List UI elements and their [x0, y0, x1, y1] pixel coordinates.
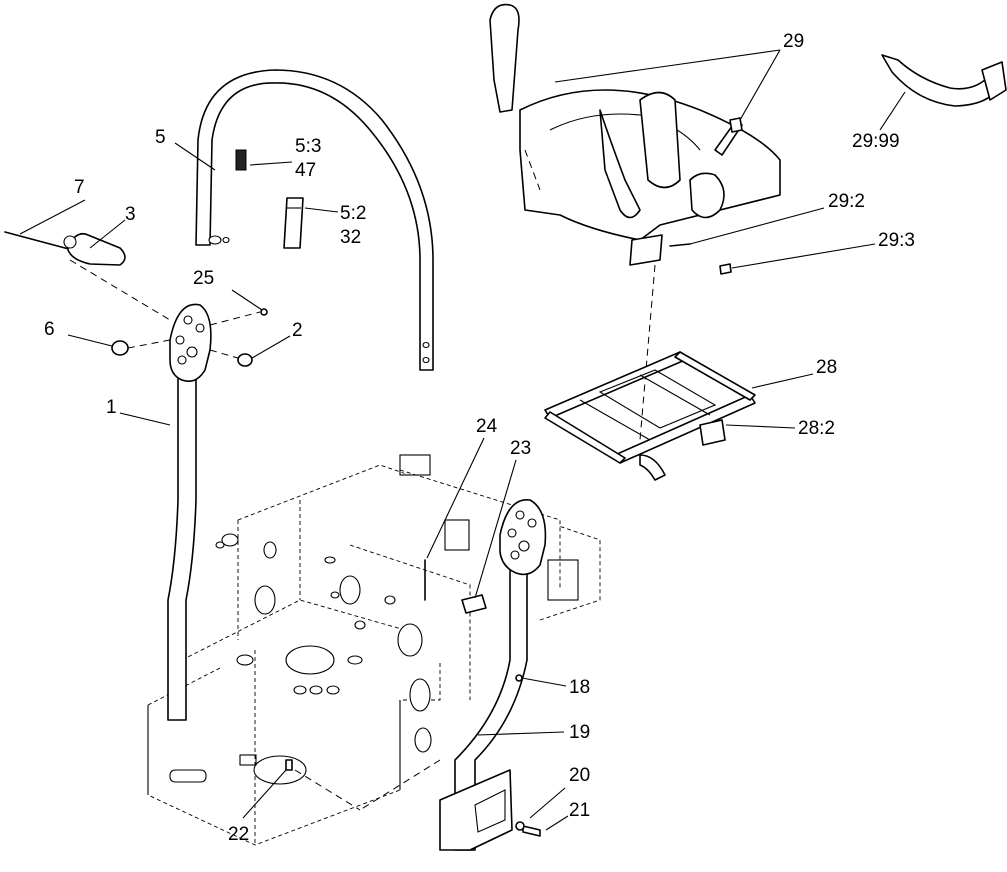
label-29: 29	[783, 31, 804, 52]
washer-20	[515, 821, 525, 831]
label-2: 2	[292, 320, 303, 341]
label-3: 3	[125, 204, 136, 225]
seat-belt	[881, 54, 1007, 107]
label-5-2: 5:2	[340, 203, 366, 224]
screw-25	[260, 308, 268, 316]
label-29-3: 29:3	[878, 230, 915, 251]
decal-5-2	[283, 197, 304, 249]
label-29-2: 29:2	[828, 191, 865, 212]
label-28: 28	[816, 357, 837, 378]
label-47: 47	[295, 160, 316, 181]
leader-lines	[19, 49, 906, 831]
screw-22	[285, 759, 293, 771]
label-19: 19	[569, 722, 590, 743]
seat-mount-plate	[544, 351, 756, 481]
label-6: 6	[44, 319, 55, 340]
roll-bar-upper-hoop	[195, 69, 434, 371]
label-5: 5	[155, 127, 166, 148]
label-22: 22	[228, 824, 249, 845]
label-24: 24	[476, 416, 498, 437]
label-7: 7	[74, 177, 85, 198]
seat-assembly	[489, 3, 781, 441]
label-32: 32	[340, 227, 361, 248]
label-21: 21	[569, 800, 590, 821]
label-1: 1	[106, 397, 117, 418]
label-18: 18	[569, 677, 590, 698]
roll-bar-left-lower	[167, 303, 212, 721]
knob-6	[111, 340, 129, 356]
callout-labels: 1 2 3 5 5:3 47 5:2 32 6 7 18 19 20 21 22…	[44, 31, 915, 845]
roll-bar-right-lower	[439, 499, 547, 851]
hardware-items	[111, 308, 541, 837]
nut-2	[237, 353, 253, 367]
bolt-21	[522, 825, 541, 837]
label-28-2: 28:2	[798, 418, 835, 439]
pin-bolt-assembly	[4, 231, 171, 321]
label-23: 23	[510, 438, 531, 459]
label-25: 25	[193, 268, 214, 289]
label-5-3: 5:3	[295, 136, 321, 157]
label-20: 20	[569, 765, 590, 786]
label-29-99: 29:99	[852, 131, 900, 152]
screw-18	[515, 674, 523, 682]
